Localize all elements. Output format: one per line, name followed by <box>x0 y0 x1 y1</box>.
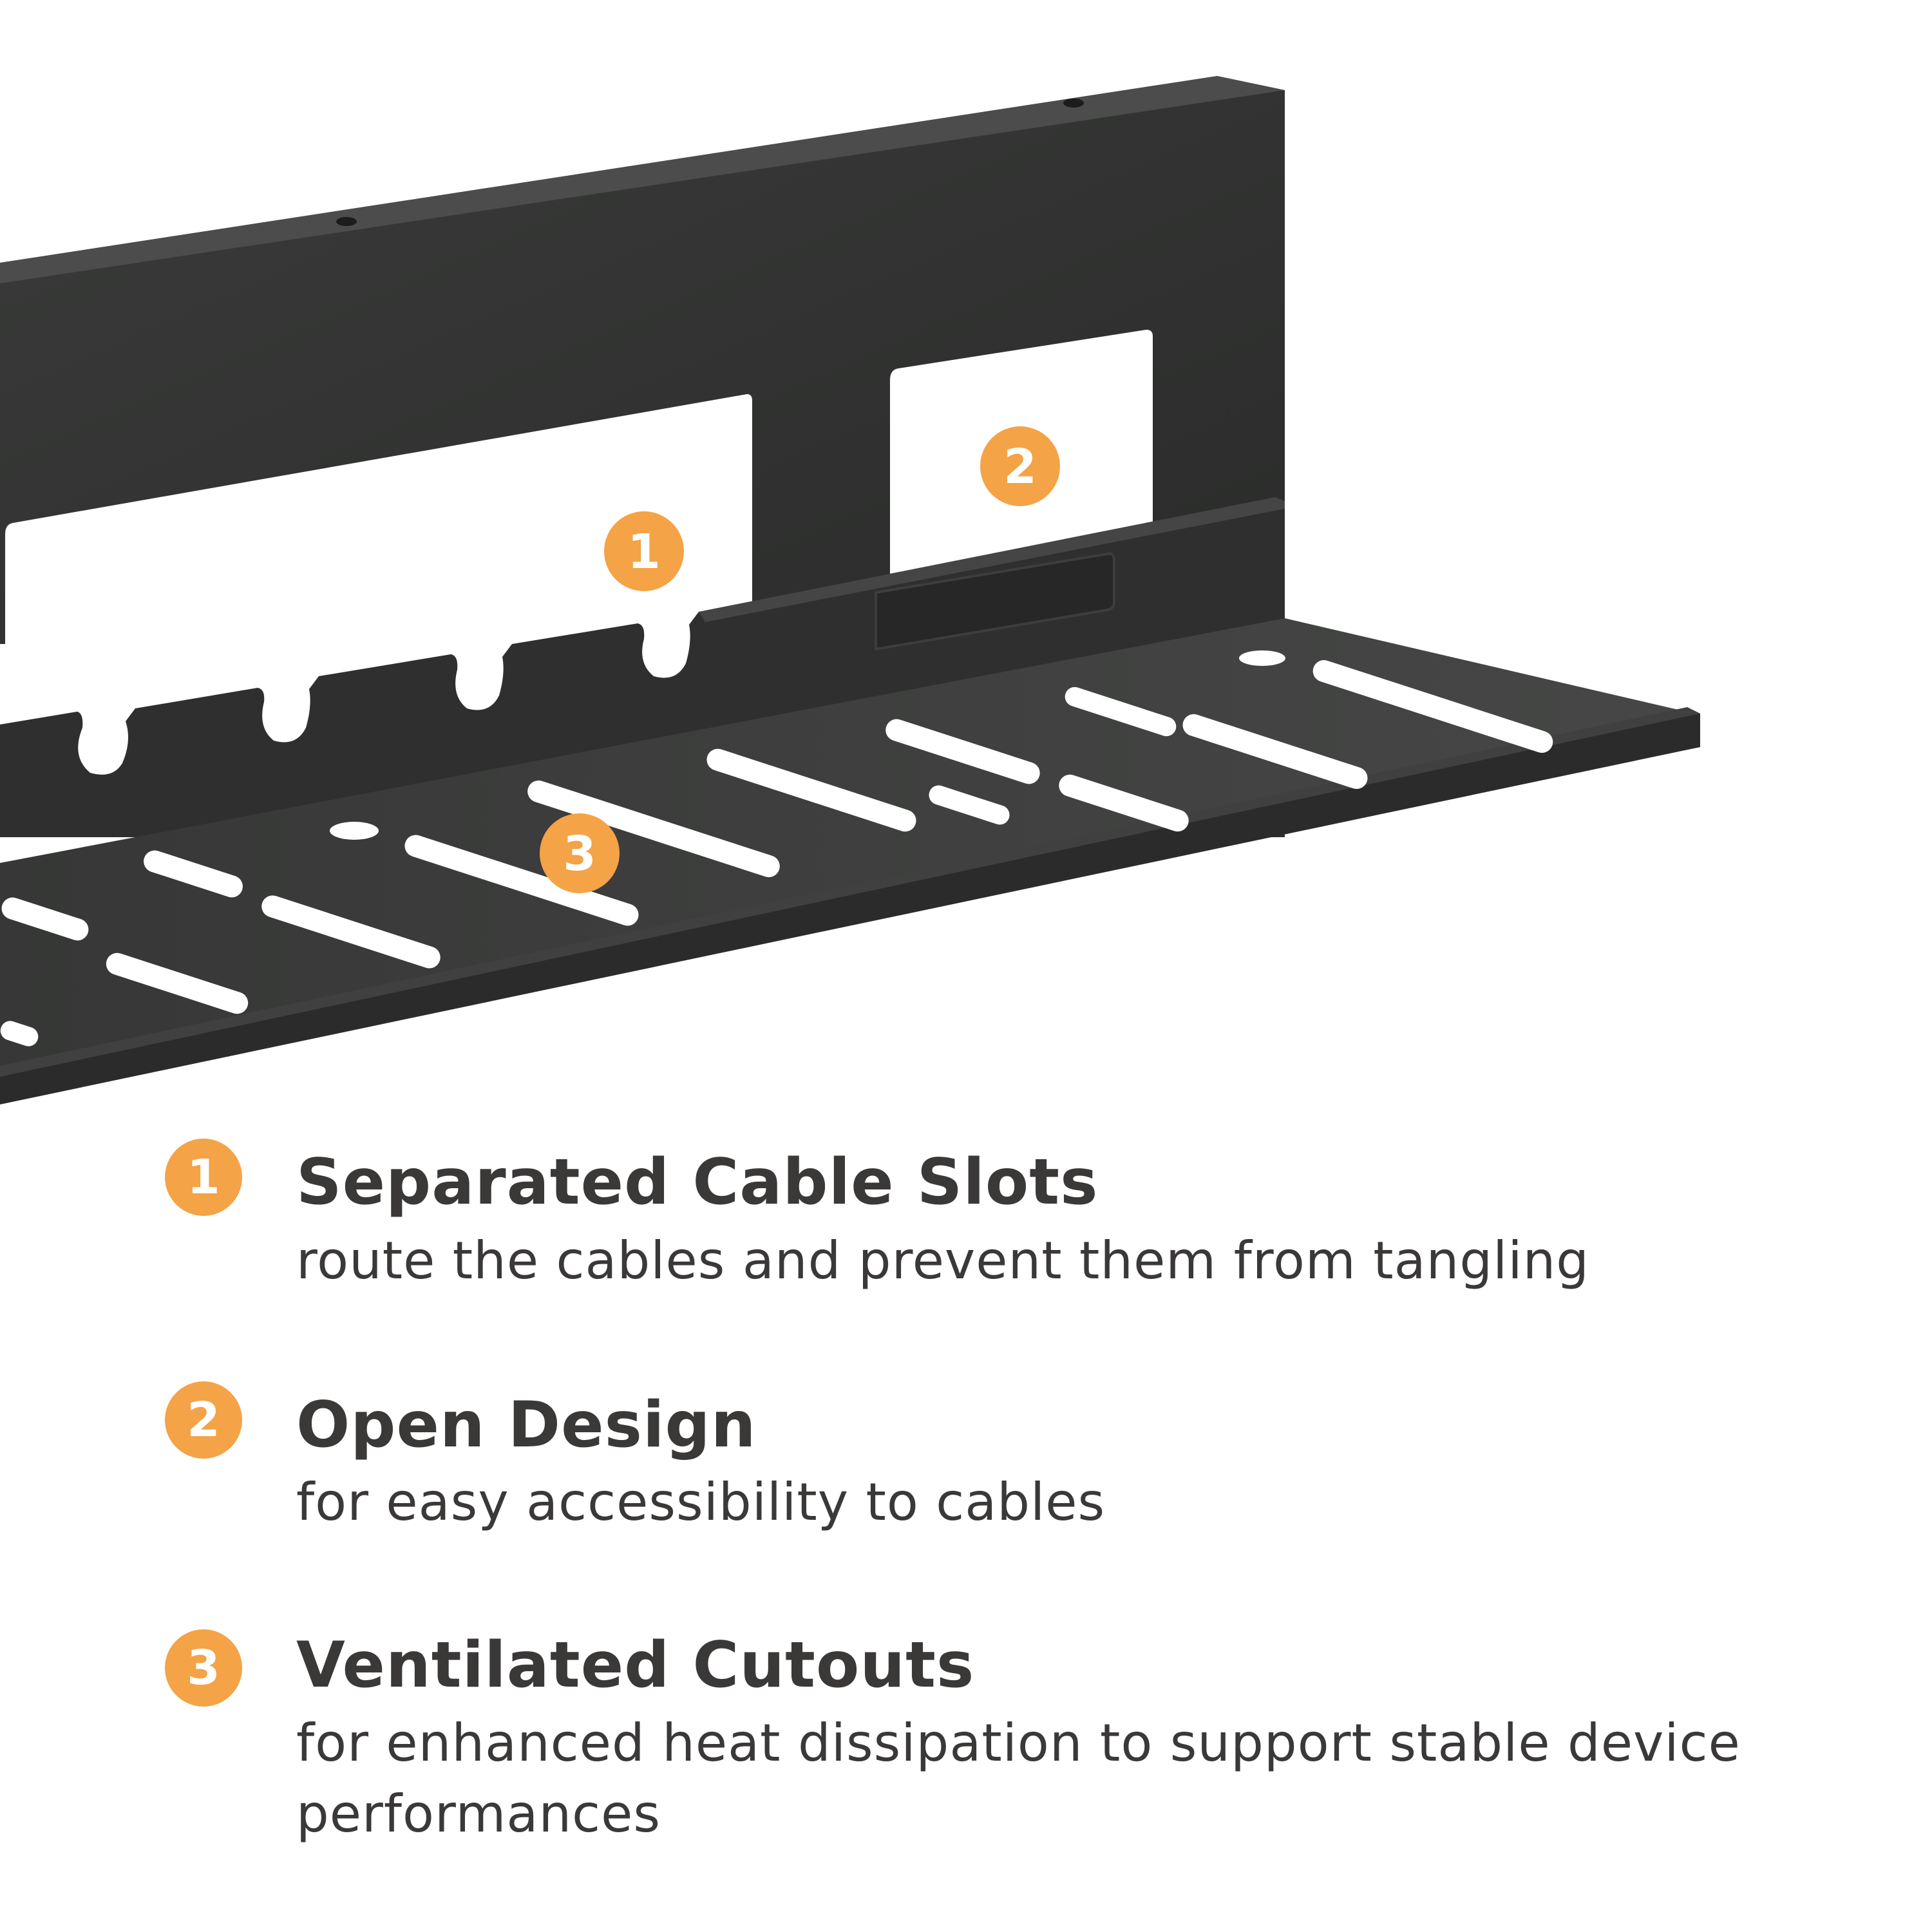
callout-3: 3 <box>540 813 620 893</box>
callout-3-label: 3 <box>563 826 596 882</box>
cable-tray-illustration: 1 2 3 <box>0 76 1700 1104</box>
callout-2: 2 <box>980 426 1060 506</box>
tray-shelf-lip-edge <box>0 707 1700 1077</box>
feature-description: for easy accessibility to cables <box>296 1472 1106 1532</box>
callout-2-label: 2 <box>1003 439 1037 495</box>
feature-title: Open Design <box>296 1388 757 1462</box>
mounting-hole <box>1063 99 1084 108</box>
ventilation-cutouts <box>0 650 1553 1046</box>
feature-title: Separated Cable Slots <box>296 1146 1099 1219</box>
feature-number-badge: 2 <box>165 1381 242 1459</box>
tray-shelf-lip <box>0 708 1700 1104</box>
open-window-large <box>5 394 752 644</box>
mounting-hole <box>336 217 357 226</box>
callout-1: 1 <box>604 511 684 591</box>
feature-title: Ventilated Cutouts <box>296 1629 975 1702</box>
label-recess <box>875 552 1115 651</box>
feature-number-badge: 1 <box>165 1139 242 1216</box>
feature-number-badge: 3 <box>165 1629 242 1707</box>
tray-top-edge <box>0 76 1285 283</box>
feature-description: route the cables and prevent them from t… <box>296 1231 1590 1291</box>
tray-front-lip-edge <box>699 497 1285 622</box>
callout-1-label: 1 <box>627 524 661 580</box>
feature-description: for enhanced heat dissipation to support… <box>296 1713 1741 1844</box>
